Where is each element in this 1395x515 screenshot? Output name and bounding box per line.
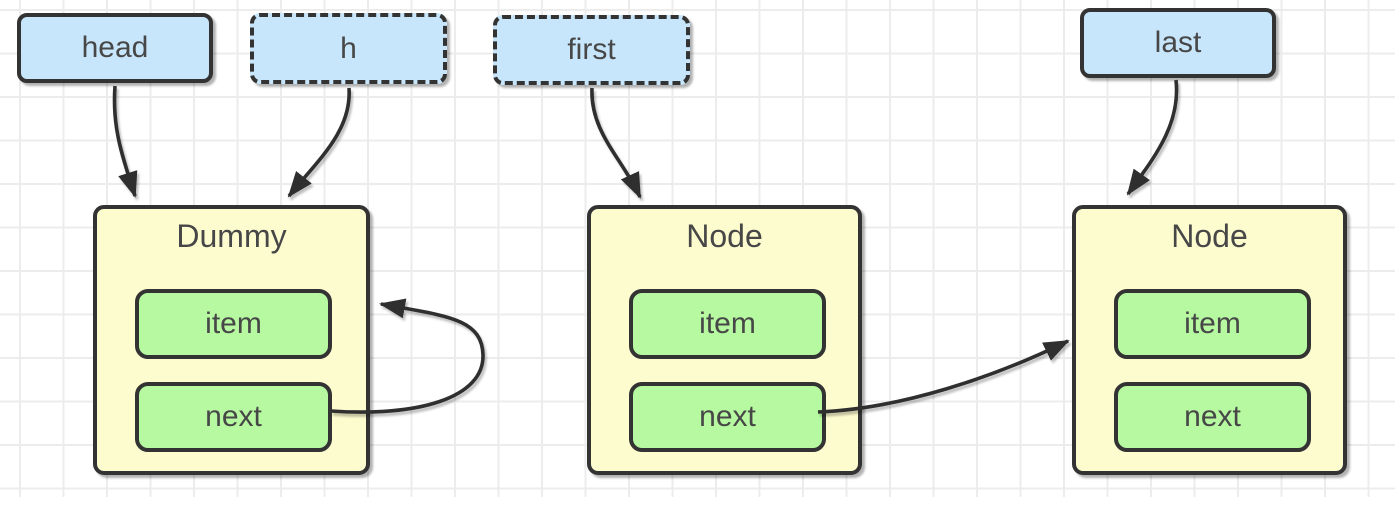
pointer-box-last[interactable]: last [1080,8,1276,78]
node-title: Dummy [176,218,287,254]
field-label: item [205,307,262,340]
pointer-box-head[interactable]: head [17,13,213,83]
field-item[interactable]: item [135,289,332,359]
pointer-label-h: h [340,31,357,65]
node-box-middle[interactable]: Node item next [587,205,862,475]
pointer-label-last: last [1154,26,1202,59]
pointer-box-first[interactable]: first [493,15,690,85]
field-item[interactable]: item [1114,289,1311,359]
field-label: next [205,400,262,433]
node-box-right[interactable]: Node item next [1072,205,1347,475]
field-next[interactable]: next [1114,382,1311,452]
field-label: item [1184,307,1241,340]
field-label: next [699,400,756,433]
field-label: next [1184,400,1241,433]
pointer-box-h[interactable]: h [250,13,447,84]
pointer-label-head: head [81,31,149,64]
field-label: item [699,307,756,340]
field-next[interactable]: next [629,382,826,452]
node-title: Node [1171,218,1248,254]
node-title: Node [686,218,763,254]
pointer-label-first: first [567,33,616,66]
field-next[interactable]: next [135,382,332,452]
node-box-dummy[interactable]: Dummy item next [93,205,370,475]
field-item[interactable]: item [629,289,826,359]
